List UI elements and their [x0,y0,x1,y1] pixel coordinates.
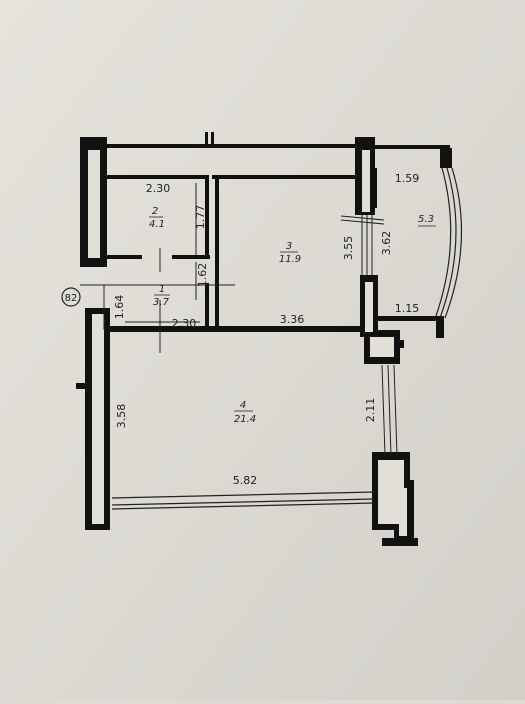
room2-area: 4.1 [149,219,165,230]
dim-balcony-width-bottom: 1.15 [395,302,420,315]
room1-number: 1 [159,284,165,295]
dim-room4-window: 2.11 [364,398,377,423]
balcony-area: 5.3 [418,214,434,225]
dim-room3-width: 3.36 [280,313,305,326]
dim-room3-depth: 3.55 [342,236,355,261]
room3-number: 3 [286,241,292,252]
bottom-wall [111,491,375,510]
dim-balcony-width-top: 1.59 [395,172,420,185]
room4-area: 21.4 [234,414,256,425]
axis-marker-label: 82 [65,293,78,304]
wall-openings [88,150,407,536]
dimension-labels: 2.30 1.77 1.62 1.64 2.30 3.36 3.55 3.62 … [113,172,419,487]
dim-room4-depth: 3.58 [115,404,128,429]
dim-room1-depth-right: 1.62 [196,263,209,288]
dim-room1-depth-left: 1.64 [113,295,126,320]
room1-area: 3.7 [153,297,170,308]
dim-room2-depth: 1.77 [194,205,207,230]
room3-area: 11.9 [279,254,301,265]
dim-balcony-depth: 3.62 [380,231,393,256]
balcony-glazing [435,167,463,319]
room-labels: 2 4.1 1 3.7 3 11.9 4 21.4 5.3 [149,206,436,425]
dim-room4-width: 5.82 [233,474,258,487]
dim-room2-width: 2.30 [146,182,171,195]
room4-number: 4 [240,400,246,411]
dim-room1-width: 2.30 [172,317,197,330]
axis-marker: 82 [61,287,81,307]
room2-number: 2 [152,206,158,217]
window-lines [340,215,398,456]
dimension-lines [80,183,235,353]
